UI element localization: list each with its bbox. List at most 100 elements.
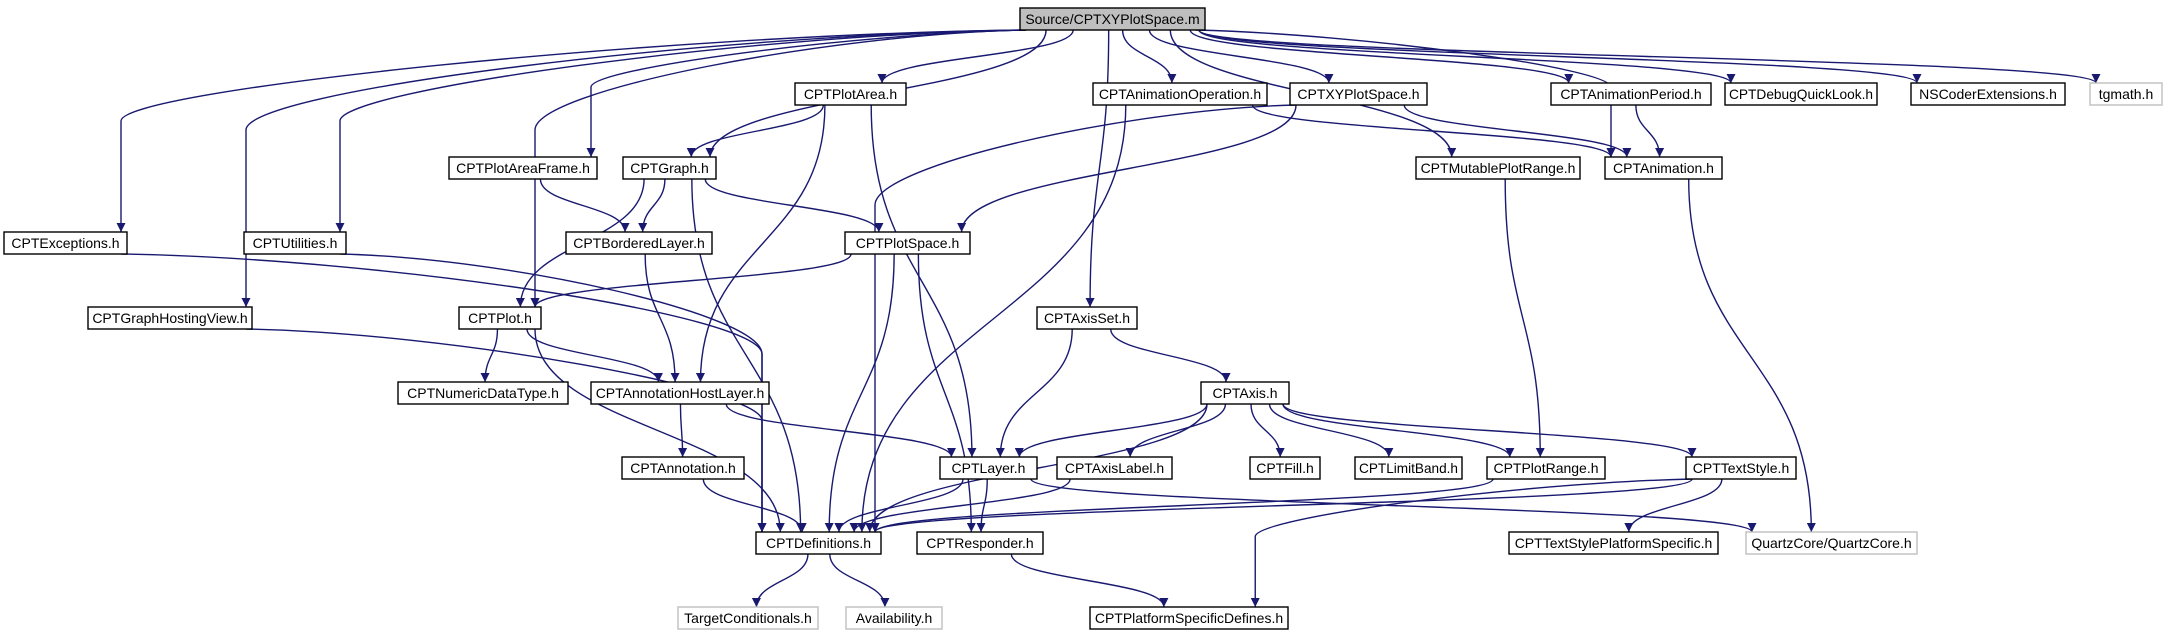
node-graph[interactable]: CPTGraph.h — [622, 156, 717, 180]
node-label: QuartzCore/QuartzCore.h — [1751, 535, 1911, 551]
edge-annotationhost-to-annotation — [678, 403, 688, 458]
node-box — [755, 531, 882, 555]
node-mutableplotrange[interactable]: CPTMutablePlotRange.h — [1415, 156, 1581, 180]
node-xyplotspace[interactable]: CPTXYPlotSpace.h — [1289, 82, 1428, 106]
edge-axis-to-fill — [1250, 403, 1285, 458]
node-plotrange[interactable]: CPTPlotRange.h — [1486, 456, 1606, 480]
edge-root-to-plotarea — [877, 29, 1074, 84]
node-axis[interactable]: CPTAxis.h — [1200, 381, 1290, 405]
node-box — [1019, 7, 1206, 31]
node-label: CPTResponder.h — [926, 535, 1033, 551]
edge-xyplotspace-to-definitions — [870, 104, 1297, 532]
edge-plotspace-to-plot — [530, 253, 852, 308]
node-label: CPTGraph.h — [630, 160, 709, 176]
edge-layer-to-definitions — [834, 478, 964, 533]
node-fill[interactable]: CPTFill.h — [1249, 456, 1321, 480]
node-label: CPTAxisLabel.h — [1065, 460, 1164, 476]
edge-animop-to-animation — [1251, 104, 1616, 158]
node-tgmath[interactable]: tgmath.h — [2089, 82, 2163, 106]
node-responder[interactable]: CPTResponder.h — [916, 531, 1044, 555]
edge-plotarea-to-annotationhost — [695, 104, 826, 383]
node-box — [622, 156, 717, 180]
node-label: CPTPlatformSpecificDefines.h — [1095, 610, 1283, 626]
node-label: CPTLimitBand.h — [1359, 460, 1458, 476]
node-label: CPTAxisSet.h — [1044, 310, 1130, 326]
node-availability[interactable]: Availability.h — [845, 606, 943, 630]
node-graphhosting[interactable]: CPTGraphHostingView.h — [87, 306, 253, 330]
node-label: CPTPlotArea.h — [804, 86, 897, 102]
node-platformdefines[interactable]: CPTPlatformSpecificDefines.h — [1089, 606, 1289, 630]
node-layer[interactable]: CPTLayer.h — [939, 456, 1038, 480]
node-box — [1036, 306, 1138, 330]
node-label: CPTAnimationPeriod.h — [1560, 86, 1701, 102]
edge-plot-to-annotationhost — [526, 328, 663, 383]
node-box — [458, 306, 542, 330]
node-label: CPTFill.h — [1256, 460, 1314, 476]
node-annotationhost[interactable]: CPTAnnotationHostLayer.h — [590, 381, 770, 405]
node-box — [1724, 82, 1878, 106]
node-axislabel[interactable]: CPTAxisLabel.h — [1056, 456, 1173, 480]
node-plotspace[interactable]: CPTPlotSpace.h — [844, 231, 971, 255]
node-definitions[interactable]: CPTDefinitions.h — [755, 531, 882, 555]
node-annotation[interactable]: CPTAnnotation.h — [621, 456, 745, 480]
edge-utilities-to-definitions — [339, 253, 767, 532]
node-debugql[interactable]: CPTDebugQuickLook.h — [1724, 82, 1878, 106]
node-animperiod[interactable]: CPTAnimationPeriod.h — [1550, 82, 1712, 106]
edge-plotarea-to-layer — [870, 104, 977, 458]
edge-annotation-to-definitions — [702, 478, 807, 533]
node-box — [845, 606, 943, 630]
edge-axis-to-limitband — [1268, 403, 1394, 458]
node-label: CPTAnnotation.h — [630, 460, 736, 476]
edge-axisset-to-axis — [1110, 328, 1231, 383]
node-plotareaframe[interactable]: CPTPlotAreaFrame.h — [448, 156, 598, 180]
node-textstyleplatform[interactable]: CPTTextStylePlatformSpecific.h — [1508, 531, 1719, 555]
node-root[interactable]: Source/CPTXYPlotSpace.m — [1019, 7, 1206, 31]
node-box — [621, 456, 745, 480]
node-axisset[interactable]: CPTAxisSet.h — [1036, 306, 1138, 330]
edge-plotspace-to-responder — [917, 253, 976, 533]
edge-root-to-graphhosting — [241, 29, 1027, 307]
node-label: CPTPlotRange.h — [1493, 460, 1598, 476]
node-box — [1604, 156, 1723, 180]
node-label: CPTLayer.h — [952, 460, 1026, 476]
node-animop[interactable]: CPTAnimationOperation.h — [1092, 82, 1268, 106]
node-exceptions[interactable]: CPTExceptions.h — [3, 231, 128, 255]
node-nscoder[interactable]: NSCoderExtensions.h — [1910, 82, 2066, 106]
node-box — [397, 381, 569, 405]
node-label: CPTPlotAreaFrame.h — [456, 160, 590, 176]
edge-root-to-animop — [1121, 29, 1177, 84]
edge-textstyle-to-definitions — [870, 478, 1693, 533]
edge-root-to-xyplotspace — [1148, 29, 1334, 84]
node-label: NSCoderExtensions.h — [1919, 86, 2057, 102]
edge-root-to-plot — [530, 29, 1027, 307]
node-label: CPTAnimation.h — [1613, 160, 1714, 176]
edge-responder-to-platformdefines — [1010, 553, 1169, 608]
node-label: TargetConditionals.h — [684, 610, 812, 626]
edge-definitions-to-targetcond — [751, 553, 809, 608]
node-box — [844, 231, 971, 255]
edge-layer-to-responder — [976, 478, 988, 533]
node-animation[interactable]: CPTAnimation.h — [1604, 156, 1723, 180]
edge-plotrange-to-definitions — [870, 478, 1494, 533]
edge-root-to-animation — [1195, 29, 1616, 157]
edge-root-to-axisset — [1085, 29, 1110, 308]
node-label: tgmath.h — [2099, 86, 2153, 102]
node-label: CPTTextStyle.h — [1693, 460, 1789, 476]
node-textstyle[interactable]: CPTTextStyle.h — [1685, 456, 1797, 480]
node-box — [939, 456, 1038, 480]
edge-exceptions-to-definitions — [120, 253, 767, 532]
node-targetcond[interactable]: TargetConditionals.h — [677, 606, 819, 630]
node-plotarea[interactable]: CPTPlotArea.h — [794, 82, 907, 106]
node-numericdatatype[interactable]: CPTNumericDataType.h — [397, 381, 569, 405]
node-borderedlayer[interactable]: CPTBorderedLayer.h — [565, 231, 713, 255]
edge-axis-to-textstyle — [1282, 403, 1697, 458]
edge-graph-to-plotspace — [704, 178, 884, 233]
node-box — [1685, 456, 1797, 480]
node-utilities[interactable]: CPTUtilities.h — [243, 231, 347, 255]
node-label: CPTAxis.h — [1212, 385, 1277, 401]
edge-xyplotspace-to-plotspace — [957, 104, 1297, 233]
node-quartzcore[interactable]: QuartzCore/QuartzCore.h — [1745, 531, 1918, 555]
node-plot[interactable]: CPTPlot.h — [458, 306, 542, 330]
node-limitband[interactable]: CPTLimitBand.h — [1354, 456, 1463, 480]
edge-animop-to-definitions — [857, 104, 1127, 533]
